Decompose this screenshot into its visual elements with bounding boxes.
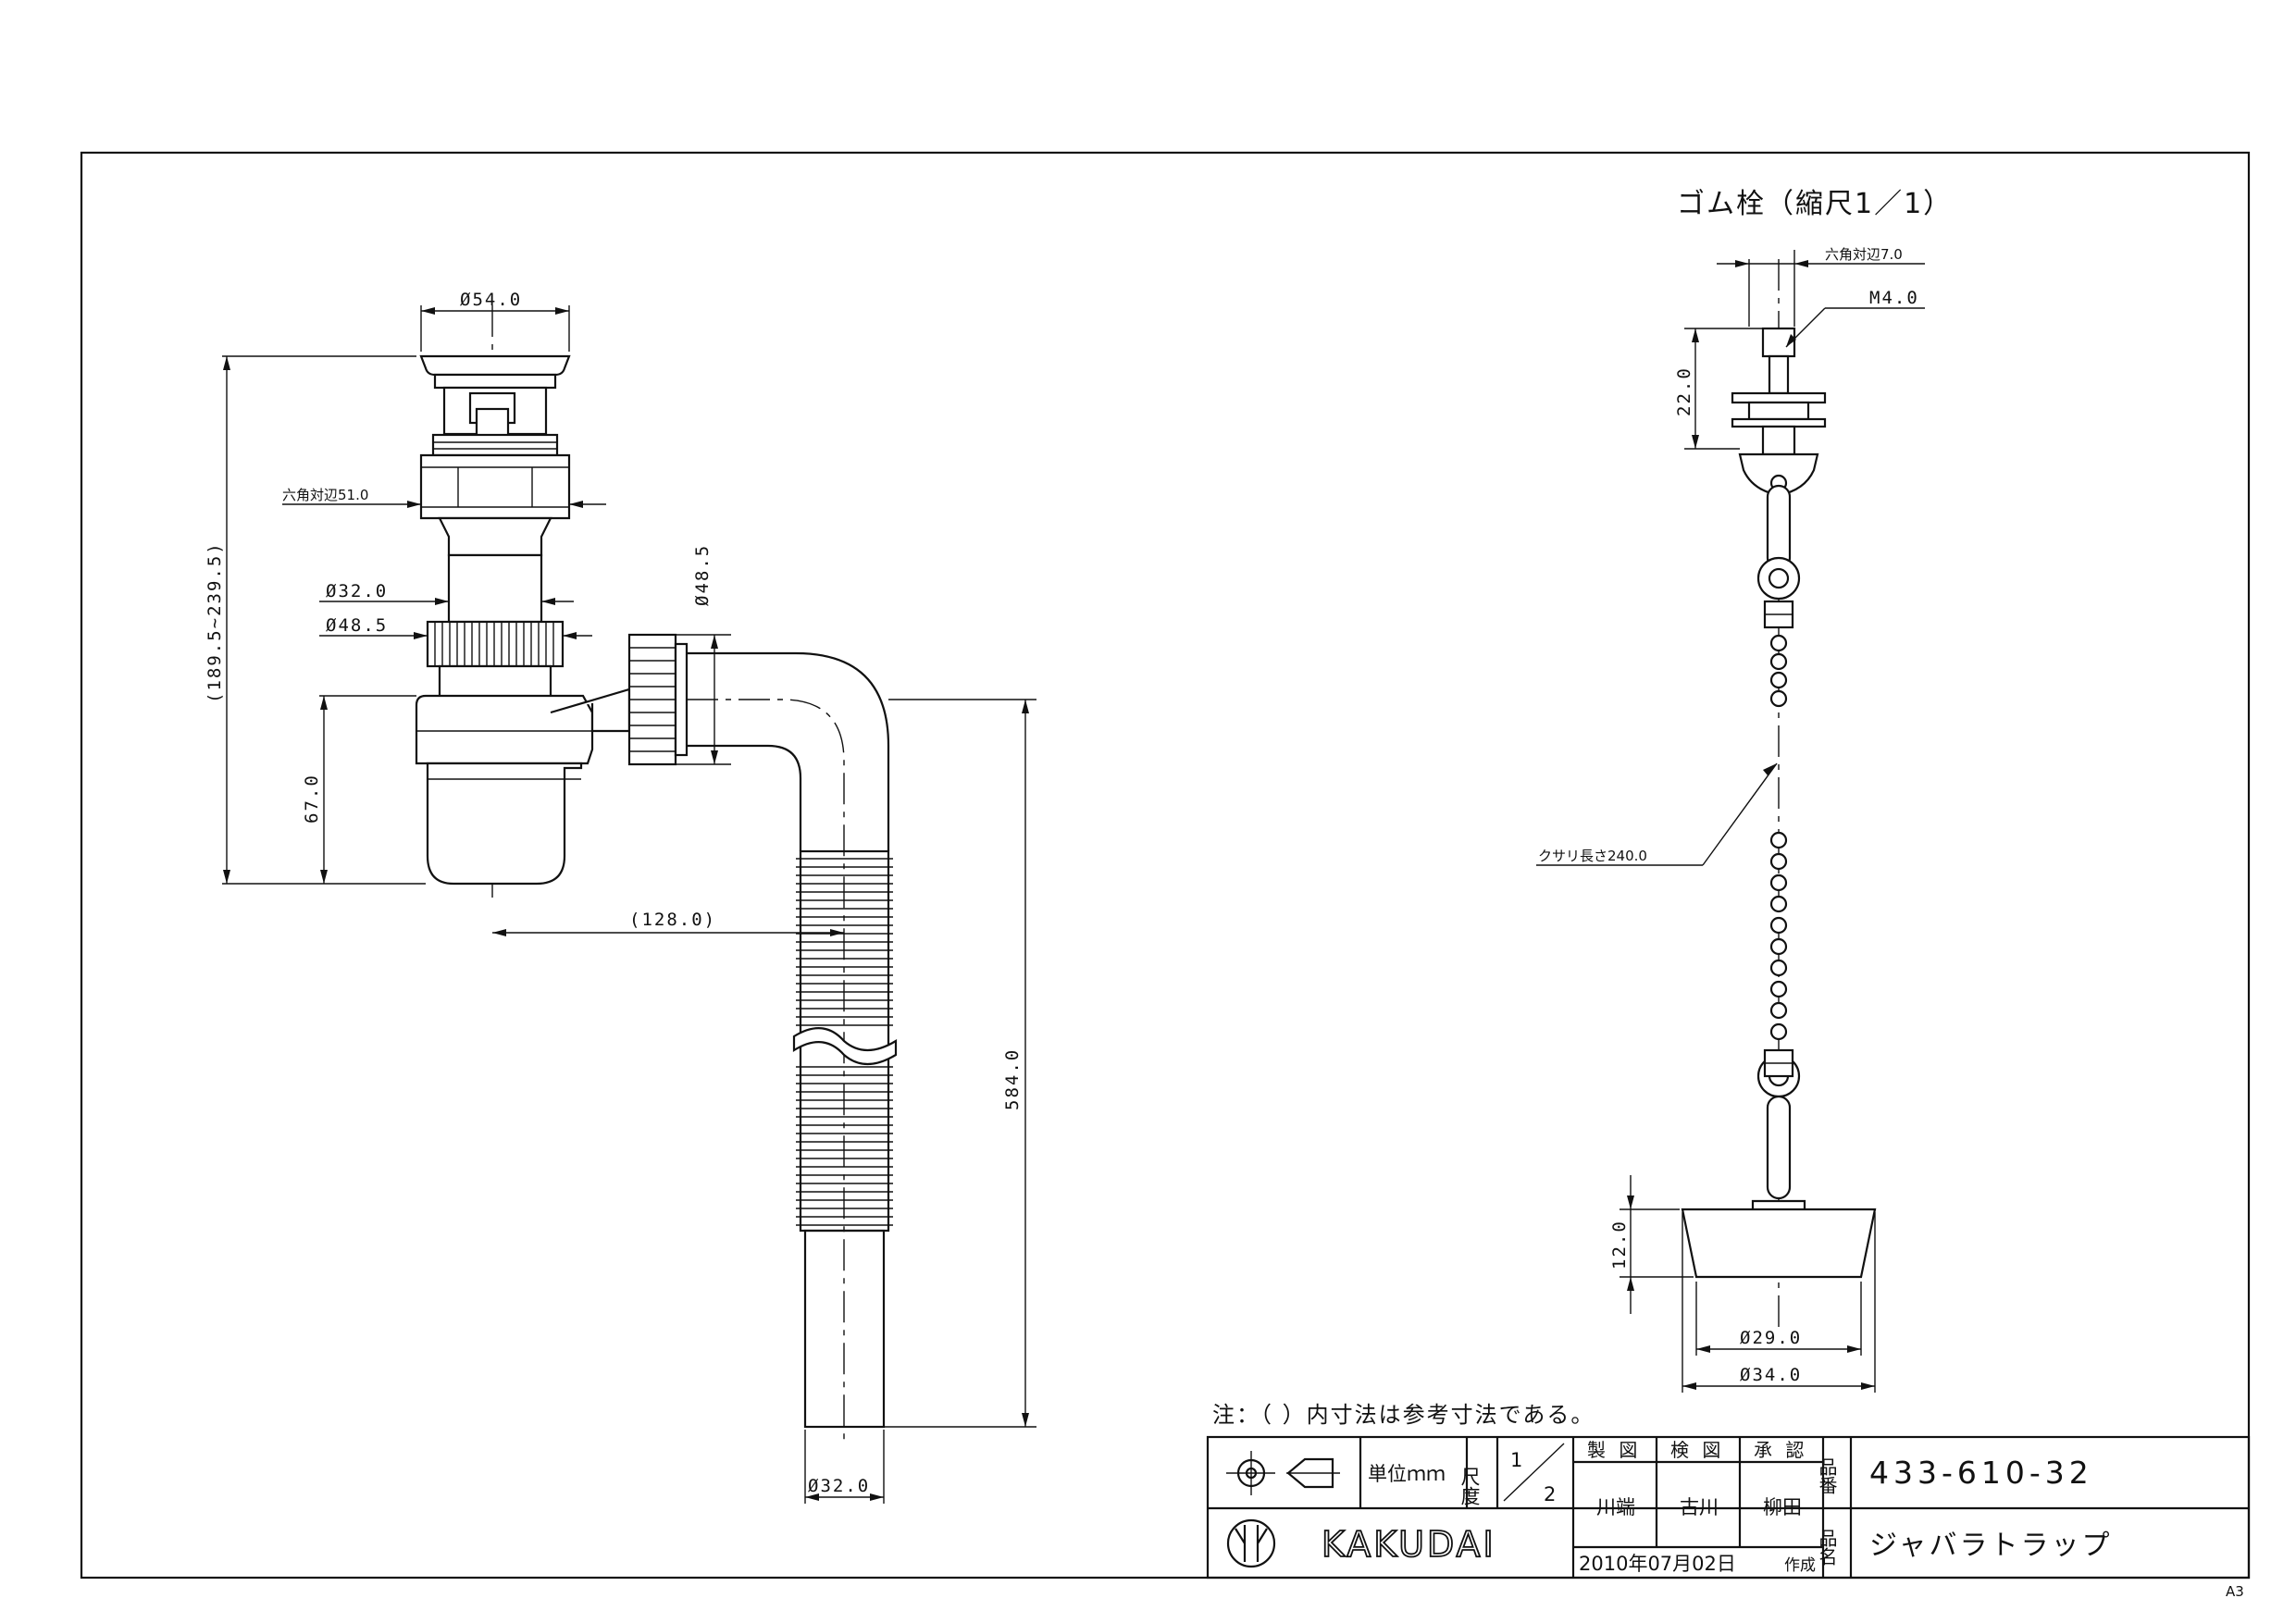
stopper-view-title: ゴム栓（縮尺1／1）: [1677, 188, 1953, 220]
trap-drawing: [415, 305, 898, 1443]
scale-denominator: 2: [1544, 1483, 1556, 1505]
dim-hex-nut: 六角対辺51.0: [282, 487, 368, 503]
dim-side-diameter: Ø48.5: [692, 544, 713, 606]
drawn-label: 製 図: [1587, 1439, 1641, 1461]
chain-bead: [1769, 937, 1788, 956]
chain-bead: [1769, 1022, 1788, 1041]
dim-plug-bottom-diameter: Ø29.0: [1740, 1328, 1802, 1348]
third-angle-projection-icon: [1226, 1451, 1340, 1495]
sheet-size-label: A3: [2226, 1583, 2244, 1600]
unit-label: 単位ｍｍ: [1368, 1463, 1446, 1485]
main-dimension-arrows: [223, 307, 1029, 1501]
drawing-frame: [80, 151, 2251, 1580]
dim-total-height: (189.5~239.5): [205, 541, 225, 703]
dim-nut-diameter: Ø48.5: [326, 615, 388, 636]
approved-by: 柳田: [1763, 1496, 1802, 1518]
dim-chain-length: クサリ長さ240.0: [1538, 848, 1647, 864]
drawing-date: 2010年07月02日: [1579, 1553, 1736, 1575]
dim-outlet-diameter: Ø32.0: [808, 1476, 870, 1496]
dim-pipe-diameter: Ø32.0: [326, 581, 388, 601]
dim-stopper-hex: 六角対辺7.0: [1825, 246, 1903, 263]
dim-plug-top-diameter: Ø34.0: [1740, 1365, 1802, 1385]
stopper-drawing: [1681, 259, 1877, 1332]
dim-hose-length: 584.0: [1002, 1048, 1023, 1110]
chain-bead: [1769, 1001, 1788, 1020]
chain-bead: [1769, 852, 1788, 871]
stopper-dimension-lines: [1536, 250, 1925, 1393]
chain-bead: [1769, 959, 1788, 977]
dim-trap-height: 67.0: [302, 774, 322, 824]
chain-bead: [1769, 895, 1788, 913]
dim-stem-height: 22.0: [1674, 366, 1694, 416]
part-number-label: 品番: [1816, 1457, 1838, 1494]
chain-bead: [1769, 652, 1788, 671]
part-name: ジャバラトラップ: [1869, 1530, 2113, 1562]
chain-bead: [1769, 873, 1788, 892]
dim-top-diameter: Ø54.0: [460, 290, 522, 310]
chain-bead: [1769, 980, 1788, 998]
checked-by: 古川: [1680, 1496, 1719, 1518]
checked-label: 検 図: [1670, 1439, 1724, 1461]
made-label: 作成: [1784, 1556, 1816, 1575]
chain-beads: [1769, 634, 1788, 1041]
part-number: 433-610-32: [1869, 1455, 2093, 1491]
stopper-dimension-arrows: [1627, 260, 1875, 1390]
kakudai-logo-mark: [1226, 1518, 1276, 1568]
chain-bead: [1769, 916, 1788, 935]
chain-bead: [1769, 689, 1788, 708]
main-dimension-lines: [222, 305, 1036, 1504]
scale-label: 尺度: [1458, 1467, 1481, 1505]
company-logo-text: KAKUDAI: [1322, 1524, 1496, 1565]
approved-label: 承 認: [1754, 1439, 1807, 1461]
chain-bead: [1769, 671, 1788, 689]
dim-offset: (128.0): [629, 910, 716, 930]
dim-stopper-thread: M4.0: [1869, 288, 1919, 308]
scale-numerator: 1: [1510, 1449, 1522, 1471]
reference-dimension-note: 注：（ ）内寸法は参考寸法である。: [1212, 1402, 1595, 1428]
title-block: [1206, 1435, 2251, 1580]
drawn-by: 川端: [1596, 1496, 1635, 1518]
part-name-label: 品名: [1816, 1529, 1838, 1566]
chain-bead: [1769, 634, 1788, 652]
chain-bead: [1769, 831, 1788, 849]
dim-plug-height: 12.0: [1609, 1220, 1630, 1270]
